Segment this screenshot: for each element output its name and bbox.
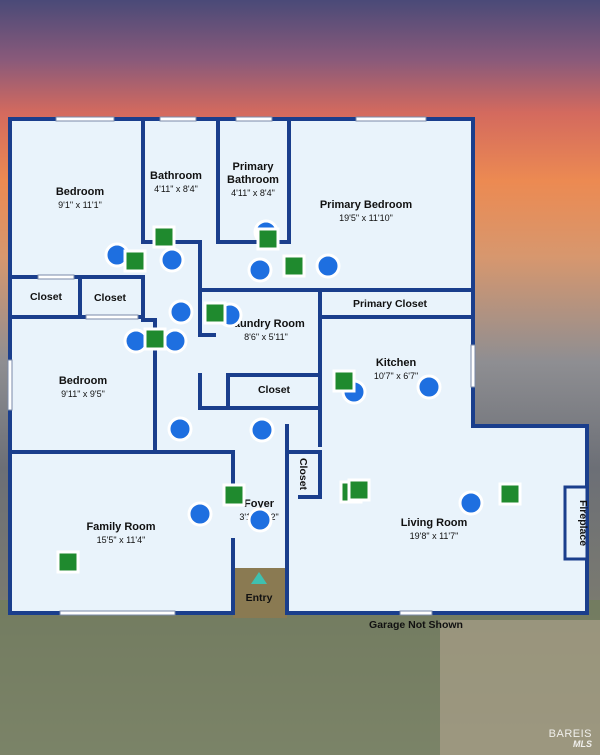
bathroom-label: Bathroom <box>150 170 202 182</box>
camera-marker[interactable] <box>168 299 194 325</box>
living-room-label: Living Room <box>401 517 468 529</box>
primary-bathroom-label-1: Primary <box>233 161 275 173</box>
photo-marker[interactable] <box>332 369 356 393</box>
foyer-closet-label: Closet <box>297 458 309 491</box>
windows <box>7 116 476 616</box>
photo-marker[interactable] <box>498 482 522 506</box>
fireplace: Fireplace <box>563 485 589 561</box>
photo-marker[interactable] <box>123 249 147 273</box>
primary-closet-label: Primary Closet <box>353 298 428 310</box>
floor-fill <box>10 119 587 618</box>
primary-bathroom-label-2: Bathroom <box>227 174 279 186</box>
photo-marker[interactable] <box>143 327 167 351</box>
camera-marker[interactable] <box>249 417 275 443</box>
closet-b-label: Closet <box>94 292 127 304</box>
primary-bedroom-label: Primary Bedroom <box>320 199 413 211</box>
camera-marker[interactable] <box>167 416 193 442</box>
hall-closet-label: Closet <box>258 384 291 396</box>
camera-marker[interactable] <box>162 328 188 354</box>
bedroom1-label: Bedroom <box>56 186 105 198</box>
laundry-dim: 8'6" x 5'11" <box>244 332 288 342</box>
entry-label: Entry <box>246 592 273 604</box>
photo-marker[interactable] <box>282 254 306 278</box>
photo-marker[interactable] <box>56 550 80 574</box>
watermark-line1: BAREIS <box>548 728 592 740</box>
photo-marker[interactable] <box>222 483 246 507</box>
garage-note: Garage Not Shown <box>369 619 463 631</box>
family-room-dim: 15'5" x 11'4" <box>97 535 146 545</box>
camera-marker[interactable] <box>247 507 273 533</box>
fireplace-label: Fireplace <box>577 500 589 546</box>
camera-marker[interactable] <box>187 501 213 527</box>
photo-marker[interactable] <box>347 478 371 502</box>
primary-bedroom-dim: 19'5" x 11'10" <box>339 213 393 223</box>
watermark-line2: MLS <box>573 739 592 749</box>
camera-marker[interactable] <box>247 257 273 283</box>
bedroom1-dim: 9'1" x 11'1" <box>58 200 102 210</box>
camera-marker[interactable] <box>458 490 484 516</box>
primary-bathroom-dim: 4'11" x 8'4" <box>231 188 275 198</box>
bedroom2-label: Bedroom <box>59 375 108 387</box>
photo-marker[interactable] <box>152 225 176 249</box>
camera-marker[interactable] <box>416 374 442 400</box>
bathroom-dim: 4'11" x 8'4" <box>154 184 198 194</box>
closet-a-label: Closet <box>30 291 63 303</box>
camera-marker[interactable] <box>315 253 341 279</box>
camera-marker[interactable] <box>159 247 185 273</box>
mls-watermark: BAREIS MLS <box>549 729 592 749</box>
kitchen-dim: 10'7" x 6'7" <box>374 371 418 381</box>
photo-markers <box>56 225 522 574</box>
kitchen-label: Kitchen <box>376 357 417 369</box>
laundry-label: Laundry Room <box>227 318 305 330</box>
family-room-label: Family Room <box>86 521 155 533</box>
photo-marker[interactable] <box>203 301 227 325</box>
bedroom2-dim: 9'11" x 9'5" <box>61 389 105 399</box>
entry-arrow-icon <box>251 572 267 584</box>
foyer-label: Foyer <box>244 498 275 510</box>
living-room-dim: 19'8" x 11'7" <box>410 531 459 541</box>
photo-marker[interactable] <box>256 227 280 251</box>
